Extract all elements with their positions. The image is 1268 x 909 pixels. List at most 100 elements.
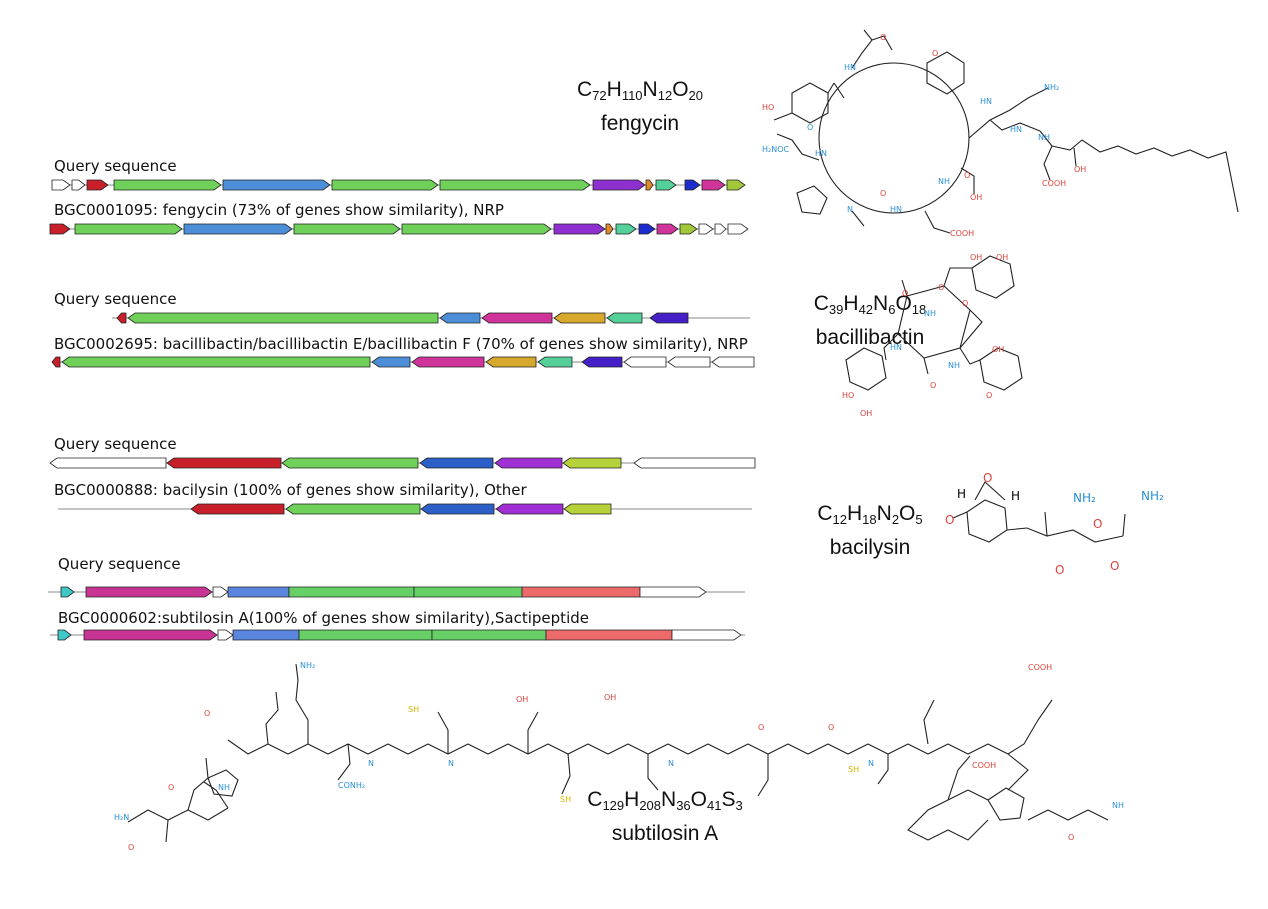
- svg-text:O: O: [807, 123, 813, 132]
- molecular-formula: C72H110N12O20: [577, 78, 703, 103]
- gene-arrow: [605, 223, 614, 235]
- gene-arrow: [419, 457, 494, 469]
- gene-arrow: [293, 223, 401, 235]
- svg-text:O: O: [204, 709, 210, 718]
- gene-arrow: [411, 356, 485, 368]
- gene-arrow: [592, 179, 646, 191]
- gene-arrow: [371, 356, 411, 368]
- ref-label-1: BGC0001095: fengycin (73% of genes show …: [54, 201, 504, 219]
- svg-text:O: O: [938, 283, 944, 292]
- svg-text:NH₂: NH₂: [1141, 489, 1164, 503]
- gene-arrow: [51, 356, 61, 368]
- svg-text:O: O: [880, 33, 886, 42]
- gene-arrow: [606, 312, 643, 324]
- svg-text:HN: HN: [844, 63, 856, 72]
- gene-arrow: [726, 179, 746, 191]
- svg-text:N: N: [868, 759, 874, 768]
- gene-arrow: [545, 629, 673, 641]
- query-label-2: Query sequence: [54, 290, 177, 308]
- svg-text:OH: OH: [970, 193, 982, 202]
- gene-arrow: [285, 503, 421, 515]
- compound-name: bacilysin: [829, 536, 911, 559]
- svg-text:COOH: COOH: [1042, 179, 1066, 188]
- svg-text:CONH₂: CONH₂: [338, 781, 365, 790]
- formula-subtilosin: C129H208N36O41S3 subtilosin A: [545, 786, 785, 848]
- svg-text:OH: OH: [992, 345, 1004, 354]
- gene-arrow: [86, 179, 109, 191]
- gene-arrow: [698, 223, 714, 235]
- svg-text:O: O: [758, 723, 764, 732]
- gene-arrow: [298, 629, 433, 641]
- svg-text:OH: OH: [516, 695, 528, 704]
- gene-arrow: [183, 223, 293, 235]
- gene-arrow: [553, 223, 606, 235]
- svg-text:HN: HN: [890, 343, 902, 352]
- svg-text:OH: OH: [860, 409, 872, 418]
- ref-label-2: BGC0002695: bacillibactin/bacillibactin …: [54, 335, 748, 353]
- gene-arrow: [633, 457, 756, 469]
- gene-arrow: [495, 503, 564, 515]
- gene-arrow: [217, 629, 234, 641]
- gene-arrow: [281, 457, 419, 469]
- svg-text:O: O: [986, 391, 992, 400]
- svg-text:HO: HO: [762, 103, 774, 112]
- gene-arrow: [521, 586, 641, 598]
- svg-text:SH: SH: [848, 765, 859, 774]
- svg-text:H: H: [1011, 489, 1020, 503]
- svg-text:COOH: COOH: [972, 761, 996, 770]
- gene-arrow: [701, 179, 726, 191]
- svg-text:O: O: [880, 189, 886, 198]
- gene-arrow: [49, 457, 167, 469]
- svg-text:NH: NH: [1038, 133, 1050, 142]
- gene-arrow: [615, 223, 637, 235]
- gene-arrow: [401, 223, 552, 235]
- svg-text:O: O: [1068, 833, 1074, 842]
- formula-bacillibactin: C39H42N6O18 bacillibactin: [770, 290, 970, 352]
- compound-name: fengycin: [600, 112, 680, 135]
- svg-text:O: O: [828, 723, 834, 732]
- molecular-formula: C12H18N2O5: [817, 502, 923, 527]
- svg-text:HN: HN: [890, 205, 902, 214]
- gene-arrow: [212, 586, 229, 598]
- svg-text:NH: NH: [938, 177, 950, 186]
- svg-text:O: O: [983, 471, 992, 485]
- svg-text:H₂N: H₂N: [114, 813, 129, 822]
- gene-arrow: [85, 586, 213, 598]
- compound-name: bacillibactin: [815, 326, 925, 349]
- gene-arrow: [563, 503, 612, 515]
- gene-arrow: [667, 356, 711, 368]
- gene-arrow: [232, 629, 300, 641]
- gene-arrow: [60, 586, 75, 598]
- svg-text:H₂NOC: H₂NOC: [762, 145, 790, 154]
- svg-text:NH: NH: [948, 361, 960, 370]
- gene-arrow: [51, 179, 71, 191]
- svg-text:COOH: COOH: [950, 229, 974, 238]
- svg-text:O: O: [1055, 563, 1064, 577]
- svg-text:O: O: [128, 843, 134, 852]
- gene-arrow: [639, 586, 707, 598]
- svg-text:NH₂: NH₂: [300, 661, 315, 670]
- svg-text:NH: NH: [218, 783, 230, 792]
- ref-track-3: [0, 501, 800, 517]
- gene-arrow: [413, 586, 523, 598]
- query-label-1: Query sequence: [54, 157, 177, 175]
- gene-arrow: [711, 356, 755, 368]
- bacilysin-structure: O O NH₂ NH₂ O O O H H: [945, 470, 1164, 580]
- svg-text:O: O: [1093, 517, 1102, 531]
- gene-arrow: [49, 223, 71, 235]
- gene-arrow: [420, 503, 495, 515]
- ref-track-4: [0, 627, 800, 643]
- svg-text:O: O: [964, 171, 970, 180]
- svg-text:HO: HO: [842, 391, 854, 400]
- ref-label-4: BGC0000602:subtilosin A(100% of genes sh…: [58, 609, 589, 627]
- svg-text:OH: OH: [1074, 165, 1086, 174]
- ref-track-2: [0, 354, 800, 370]
- query-track-3: [0, 455, 800, 471]
- svg-text:N: N: [368, 759, 374, 768]
- gene-arrow: [116, 312, 127, 324]
- svg-text:OH: OH: [604, 693, 616, 702]
- molecular-formula: C129H208N36O41S3: [587, 788, 743, 813]
- svg-text:SH: SH: [408, 705, 419, 714]
- query-label-3: Query sequence: [54, 435, 177, 453]
- gene-arrow: [581, 356, 623, 368]
